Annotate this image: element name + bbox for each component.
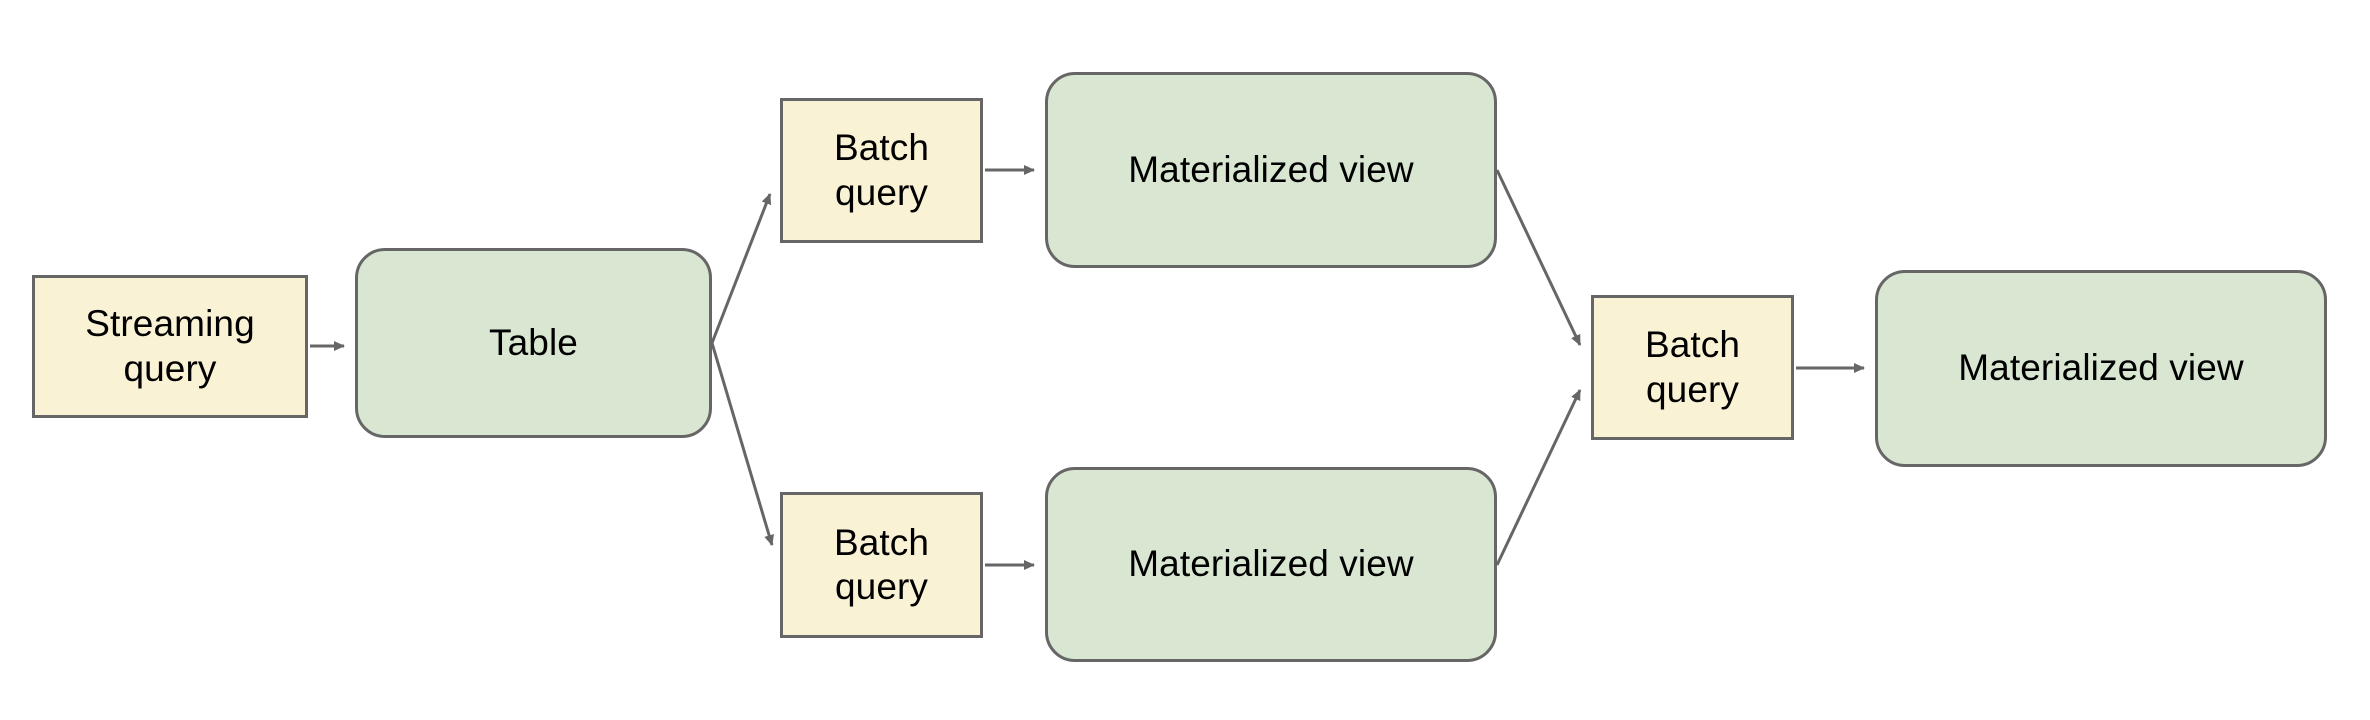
node-batch-query-join[interactable]: Batch query bbox=[1591, 295, 1794, 440]
node-batch-query-bottom[interactable]: Batch query bbox=[780, 492, 983, 638]
node-label-materialized-view-top: Materialized view bbox=[1128, 148, 1414, 190]
node-batch-query-top[interactable]: Batch query bbox=[780, 98, 983, 243]
node-label-table: Table bbox=[489, 321, 578, 363]
node-materialized-view-bottom[interactable]: Materialized view bbox=[1045, 467, 1497, 662]
node-table[interactable]: Table bbox=[355, 248, 712, 438]
node-materialized-view-top[interactable]: Materialized view bbox=[1045, 72, 1497, 268]
edge-table-to-batch-query-bottom bbox=[710, 342, 774, 546]
node-label-batch-query-bottom: Batch query bbox=[833, 521, 930, 607]
node-label-batch-query-join: Batch query bbox=[1644, 324, 1741, 410]
node-materialized-view-final[interactable]: Materialized view bbox=[1875, 270, 2327, 467]
node-label-materialized-view-bottom: Materialized view bbox=[1128, 543, 1414, 585]
node-label-materialized-view-final: Materialized view bbox=[1958, 347, 2244, 389]
edge-table-to-batch-query-top bbox=[710, 193, 772, 344]
node-streaming-query[interactable]: Streaming query bbox=[32, 275, 308, 418]
node-label-batch-query-top: Batch query bbox=[833, 127, 930, 213]
edge-materialized-view-bottom-to-batch-query-join bbox=[1495, 389, 1582, 566]
node-label-streaming-query: Streaming query bbox=[85, 303, 255, 389]
edge-materialized-view-top-to-batch-query-join bbox=[1495, 169, 1582, 346]
